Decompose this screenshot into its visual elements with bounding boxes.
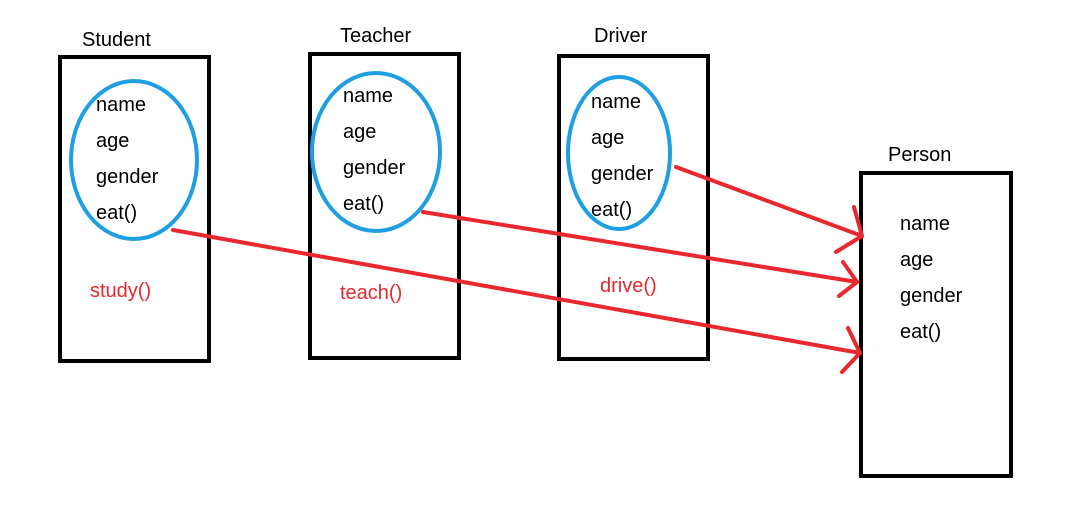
member-name: name bbox=[343, 85, 393, 107]
class-title-person: Person bbox=[888, 144, 951, 166]
method-study: study() bbox=[90, 280, 151, 302]
shared-members-oval-driver bbox=[566, 75, 672, 231]
member-gender: gender bbox=[900, 285, 963, 307]
class-title-student: Student bbox=[82, 29, 151, 51]
class-student: Student name age gender eat() study() bbox=[58, 29, 211, 363]
member-name: name bbox=[900, 213, 950, 235]
shared-members-oval-student bbox=[69, 79, 199, 241]
arrow-head bbox=[837, 260, 859, 298]
member-eat: eat() bbox=[591, 199, 632, 221]
member-age: age bbox=[591, 127, 624, 149]
arrow-teacher-to-person bbox=[421, 210, 859, 298]
member-gender: gender bbox=[591, 163, 654, 185]
class-person: Person name age gender eat() bbox=[859, 144, 1013, 478]
arrow-driver-to-person bbox=[674, 165, 864, 254]
class-teacher: Teacher name age gender eat() teach() bbox=[308, 25, 461, 360]
member-eat: eat() bbox=[900, 321, 941, 343]
member-eat: eat() bbox=[343, 193, 384, 215]
arrow-line bbox=[171, 228, 862, 355]
member-age: age bbox=[900, 249, 933, 271]
member-gender: gender bbox=[343, 157, 406, 179]
arrow-line bbox=[674, 165, 864, 238]
class-title-driver: Driver bbox=[594, 25, 648, 47]
member-gender: gender bbox=[96, 166, 159, 188]
method-teach: teach() bbox=[340, 282, 402, 304]
arrow-student-to-person bbox=[171, 228, 862, 374]
member-eat: eat() bbox=[96, 202, 137, 224]
class-box-person bbox=[859, 171, 1013, 478]
member-age: age bbox=[96, 130, 129, 152]
method-drive: drive() bbox=[600, 275, 657, 297]
member-age: age bbox=[343, 121, 376, 143]
class-title-teacher: Teacher bbox=[340, 25, 411, 47]
arrow-line bbox=[421, 210, 859, 284]
class-box-student bbox=[58, 55, 211, 363]
arrow-head bbox=[840, 326, 862, 374]
member-name: name bbox=[591, 91, 641, 113]
member-name: name bbox=[96, 94, 146, 116]
class-box-driver bbox=[557, 54, 710, 361]
arrow-head bbox=[834, 205, 864, 254]
class-box-teacher bbox=[308, 52, 461, 360]
shared-members-oval-teacher bbox=[310, 71, 442, 233]
class-driver: Driver name age gender eat() drive() bbox=[557, 25, 710, 361]
